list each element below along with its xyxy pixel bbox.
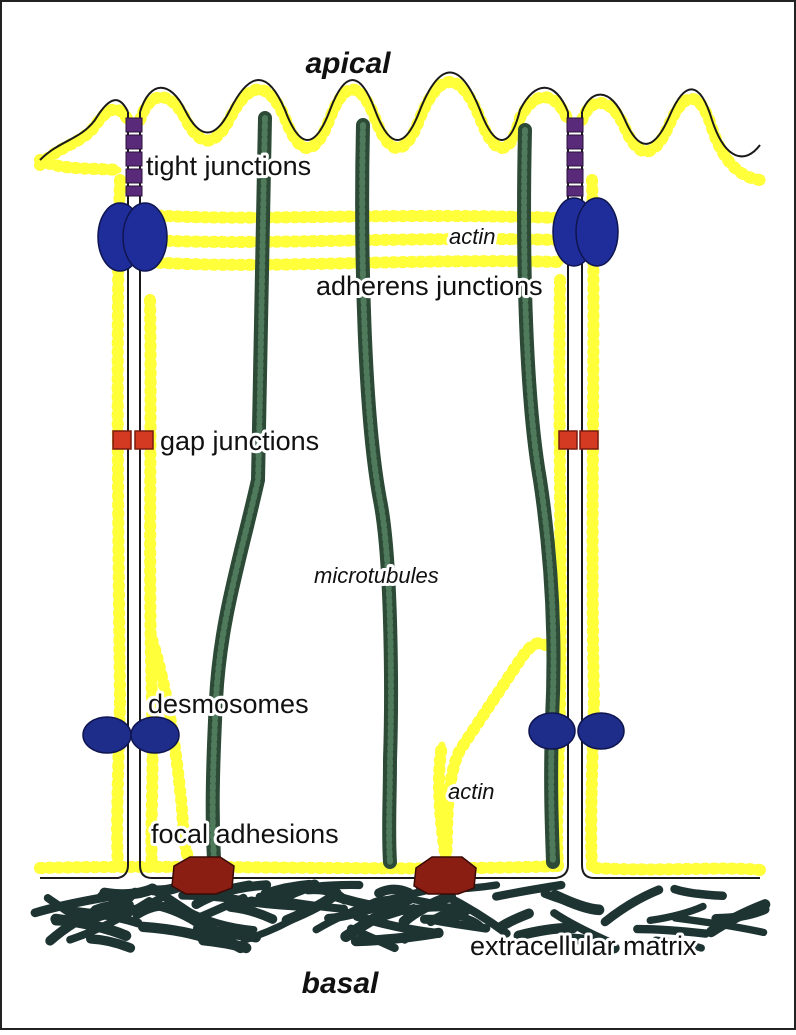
label-tight-junctions: tight junctions <box>146 151 311 181</box>
label-desmosomes: desmosomes <box>148 689 309 719</box>
label-focal-adhesions: focal adhesions <box>151 819 339 849</box>
label-microtubules: microtubules <box>314 563 439 588</box>
adherens-junctions-left <box>98 203 167 271</box>
label-actin-bottom: actin <box>448 779 494 804</box>
matrix-fiber <box>251 901 312 906</box>
label-apical: apical <box>305 47 391 80</box>
actin-strand-core <box>150 300 153 866</box>
actin-strand-core <box>117 180 120 866</box>
matrix-fiber <box>211 931 256 937</box>
label-actin-top: actin <box>449 224 495 249</box>
matrix-fiber <box>374 899 428 903</box>
matrix-fiber <box>379 889 409 893</box>
actin-strand-core <box>596 868 760 870</box>
actin-strand-core <box>591 180 594 866</box>
label-adherens-junctions: adherens junctions <box>316 271 543 301</box>
focal-adhesion-left <box>172 857 234 894</box>
actin-strand-core <box>150 215 560 218</box>
label-gap-junctions: gap junctions <box>160 426 319 456</box>
actin-strand-core <box>150 239 560 242</box>
adherens-junctions-right <box>553 198 618 266</box>
label-basal: basal <box>302 967 379 1000</box>
actin-strand-core <box>40 866 560 868</box>
label-extracellular-matrix: extracellular matrix <box>470 931 697 961</box>
actin-strand-core <box>150 261 560 265</box>
focal-adhesion-center <box>414 857 476 894</box>
